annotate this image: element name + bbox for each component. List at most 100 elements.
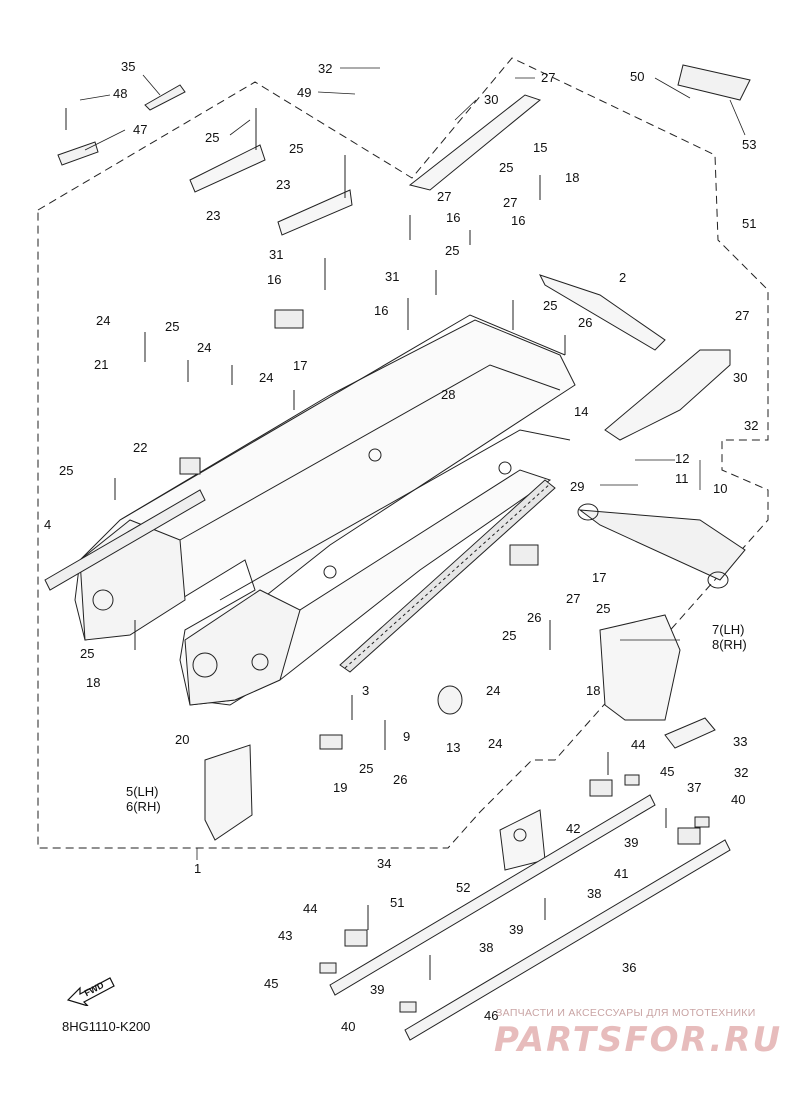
callout-41: 41 xyxy=(614,866,629,881)
callout-27: 27 xyxy=(735,308,750,323)
callout-51: 51 xyxy=(390,895,405,910)
callout-39: 39 xyxy=(624,835,639,850)
callout-23: 23 xyxy=(276,177,291,192)
callout-32: 32 xyxy=(744,418,759,433)
rail-3-strip xyxy=(339,479,556,673)
callout-30: 30 xyxy=(484,92,499,107)
callout-4: 4 xyxy=(44,517,52,532)
callout-18: 18 xyxy=(565,170,580,185)
callout-48: 48 xyxy=(113,86,128,101)
callout-51: 51 xyxy=(742,216,757,231)
callout-45: 45 xyxy=(660,764,675,779)
callout-23: 23 xyxy=(206,208,221,223)
plate-33 xyxy=(664,717,716,749)
callout-40: 40 xyxy=(341,1019,356,1034)
callout-7-lh: 7(LH) xyxy=(712,622,745,637)
callout-27: 27 xyxy=(503,195,518,210)
fasteners xyxy=(65,108,667,980)
callout-25: 25 xyxy=(502,628,517,643)
callout-39: 39 xyxy=(509,922,524,937)
callout-44: 44 xyxy=(631,737,646,752)
callout-17: 17 xyxy=(592,570,607,585)
callout-25: 25 xyxy=(596,601,611,616)
callout-6-rh: 6(RH) xyxy=(126,799,161,814)
callout-44: 44 xyxy=(303,901,318,916)
callout-40: 40 xyxy=(731,792,746,807)
callout-47: 47 xyxy=(133,122,148,137)
callout-32: 32 xyxy=(318,61,333,76)
heat-exchanger-10 xyxy=(578,509,746,581)
plate-2 xyxy=(539,274,666,351)
watermark-logo: PARTSFOR.RU xyxy=(494,1020,783,1060)
callout-31: 31 xyxy=(385,269,400,284)
callout-25: 25 xyxy=(445,243,460,258)
frame-hole xyxy=(498,461,512,475)
callout-49: 49 xyxy=(297,85,312,100)
callout-33: 33 xyxy=(733,734,748,749)
callout-16: 16 xyxy=(511,213,526,228)
callout-3: 3 xyxy=(362,683,370,698)
callout-25: 25 xyxy=(359,761,374,776)
callout-14: 14 xyxy=(574,404,589,419)
callout-19: 19 xyxy=(333,780,348,795)
callout-16: 16 xyxy=(446,210,461,225)
callout-16: 16 xyxy=(267,272,282,287)
frame-right-panel xyxy=(184,589,301,706)
bracket-15 xyxy=(408,94,542,191)
callout-27: 27 xyxy=(437,189,452,204)
rail-4 xyxy=(44,489,206,591)
plate-47 xyxy=(57,141,99,166)
callout-46: 46 xyxy=(484,1008,499,1023)
callout-20: 20 xyxy=(175,732,190,747)
callout-27: 27 xyxy=(566,591,581,606)
frame-hole xyxy=(251,653,269,671)
callout-25: 25 xyxy=(499,160,514,175)
callout-10: 10 xyxy=(713,481,728,496)
callout-11: 11 xyxy=(675,471,689,486)
callout-52: 52 xyxy=(456,880,471,895)
callout-36: 36 xyxy=(622,960,637,975)
callout-2: 2 xyxy=(619,270,627,285)
callout-38: 38 xyxy=(587,886,602,901)
strip-35 xyxy=(144,84,186,111)
callout-34: 34 xyxy=(377,856,392,871)
callout-24: 24 xyxy=(488,736,503,751)
callout-28: 28 xyxy=(441,387,456,402)
callout-39: 39 xyxy=(370,982,385,997)
runner-36 xyxy=(404,839,731,1041)
callout-25: 25 xyxy=(165,319,180,334)
frame-hole xyxy=(368,448,382,462)
callout-25: 25 xyxy=(80,646,95,661)
callout-8-rh: 8(RH) xyxy=(712,637,747,652)
callout-17: 17 xyxy=(293,358,308,373)
callout-13: 13 xyxy=(446,740,461,755)
callout-25: 25 xyxy=(205,130,220,145)
callout-21: 21 xyxy=(94,357,109,372)
bracket-5-6 xyxy=(204,744,253,841)
bracket-7-8 xyxy=(599,614,681,721)
guide-23-b xyxy=(277,189,353,236)
callout-32: 32 xyxy=(734,765,749,780)
callout-42: 42 xyxy=(566,821,581,836)
callout-35: 35 xyxy=(121,59,136,74)
callout-43: 43 xyxy=(278,928,293,943)
bracket-14 xyxy=(604,349,731,441)
callout-25: 25 xyxy=(289,141,304,156)
callout-18: 18 xyxy=(86,675,101,690)
frame-lower-rail xyxy=(219,429,571,601)
frame-hole xyxy=(92,589,114,611)
callout-18: 18 xyxy=(586,683,601,698)
callout-24: 24 xyxy=(96,313,111,328)
frame-top-rail xyxy=(119,314,566,521)
leader-lines xyxy=(79,67,746,860)
callout-27: 27 xyxy=(541,70,556,85)
callout-53: 53 xyxy=(742,137,757,152)
callout-26: 26 xyxy=(527,610,542,625)
callout-1: 1 xyxy=(194,861,202,876)
callout-37: 37 xyxy=(687,780,702,795)
callout-31: 31 xyxy=(269,247,284,262)
callout-22: 22 xyxy=(133,440,148,455)
watermark-tagline: ЗАПЧАСТИ И АКСЕССУАРЫ ДЛЯ МОТОТЕХНИКИ xyxy=(496,1007,756,1019)
